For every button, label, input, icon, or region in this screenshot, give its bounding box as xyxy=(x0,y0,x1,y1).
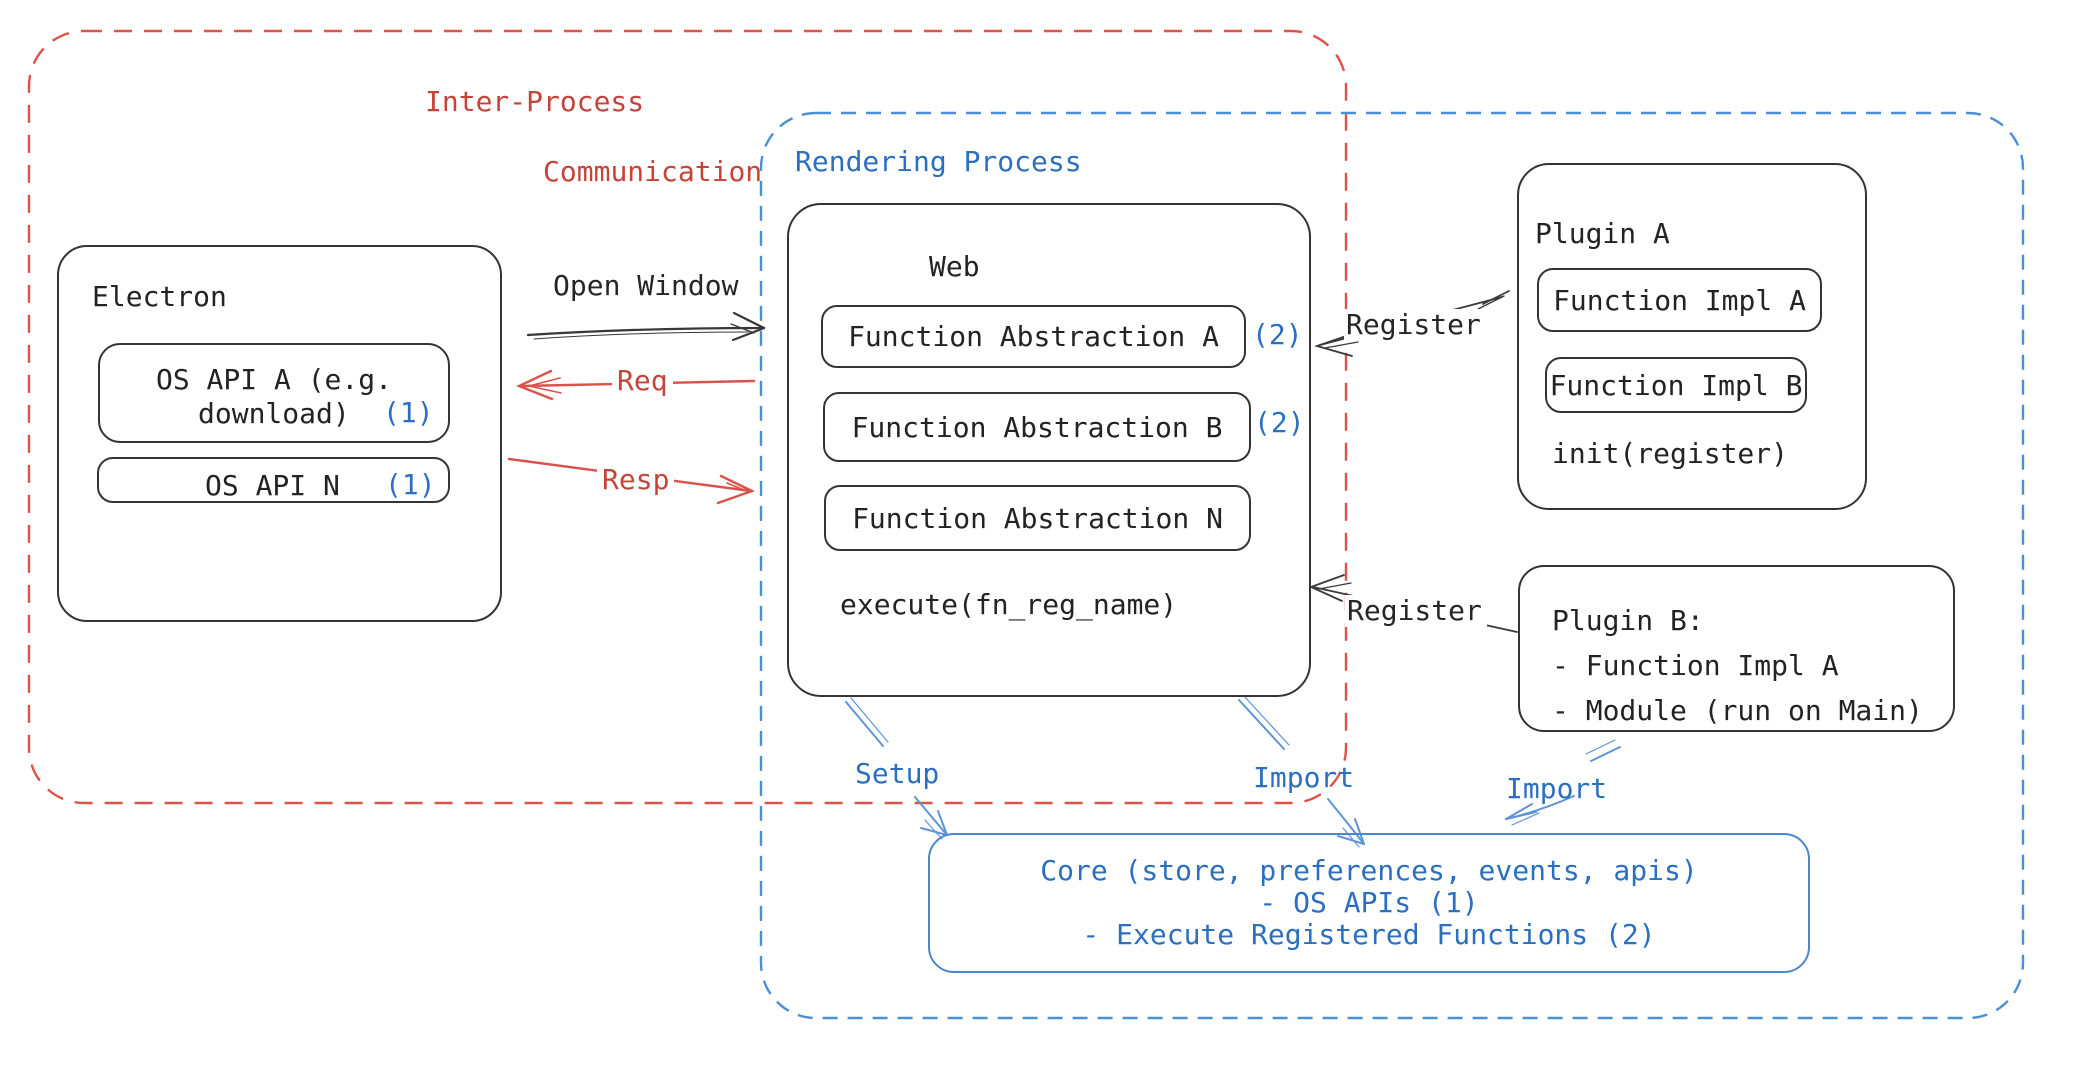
plugin-a-title: Plugin A xyxy=(1535,217,1670,250)
init-register-label: init(register) xyxy=(1552,437,1789,470)
function-abstraction-a-label: Function Abstraction A xyxy=(848,320,1219,353)
function-abstraction-a-badge: (2) xyxy=(1252,318,1303,351)
function-abstraction-b-badge: (2) xyxy=(1254,406,1305,439)
os-api-a-badge: (1) xyxy=(383,396,434,429)
function-abstraction-b-label: Function Abstraction B xyxy=(851,410,1223,444)
ipc-boundary xyxy=(27,29,1348,805)
os-api-n-box: OS API N (1) xyxy=(97,457,450,503)
os-api-a-line1: OS API A (e.g. xyxy=(155,363,392,396)
execute-label: execute(fn_reg_name) xyxy=(840,588,1178,621)
function-impl-a-box: Function Impl A xyxy=(1537,268,1822,332)
function-impl-b-label: Function Impl B xyxy=(1549,368,1803,402)
import-plugin-arrow xyxy=(1505,739,1621,826)
rendering-boundary xyxy=(759,111,2025,1020)
register-top-label: Register xyxy=(1344,308,1486,342)
electron-box xyxy=(57,245,502,622)
os-api-a-line2: download) xyxy=(198,397,350,430)
function-abstraction-b-box: Function Abstraction B xyxy=(823,392,1251,462)
os-api-n-badge: (1) xyxy=(385,468,436,501)
core-line2: - OS APIs (1) xyxy=(1259,886,1479,919)
function-abstraction-n-label: Function Abstraction N xyxy=(852,501,1223,535)
plugin-a-box xyxy=(1517,163,1867,510)
core-line3: - Execute Registered Functions (2) xyxy=(1082,918,1656,951)
electron-title: Electron xyxy=(92,280,227,313)
web-box xyxy=(787,203,1311,697)
open-window-arrow xyxy=(526,311,766,342)
ipc-region-label: Inter-Process Communication xyxy=(425,85,763,188)
plugin-b-box: Plugin B: - Function Impl A - Module (ru… xyxy=(1518,565,1955,732)
setup-label: Setup xyxy=(855,757,940,790)
register-bottom-label: Register xyxy=(1345,594,1487,628)
import-plugin-label: Import xyxy=(1506,772,1608,805)
plugin-b-line1: Plugin B: xyxy=(1552,604,1704,637)
os-api-a-box: OS API A (e.g. download) (1) xyxy=(98,343,450,443)
function-abstraction-n-box: Function Abstraction N xyxy=(824,485,1251,551)
rendering-region-label: Rendering Process xyxy=(795,145,1082,178)
import-web-arrow xyxy=(1238,695,1365,848)
import-web-label: Import xyxy=(1253,761,1355,794)
function-abstraction-a-box: Function Abstraction A xyxy=(821,305,1246,368)
function-impl-b-box: Function Impl B xyxy=(1545,357,1807,413)
function-impl-a-label: Function Impl A xyxy=(1553,283,1806,317)
core-box: Core (store, preferences, events, apis) … xyxy=(928,833,1810,973)
open-window-label: Open Window xyxy=(553,269,739,302)
req-label: Req xyxy=(612,364,673,398)
ipc-region-label-line2: Communication xyxy=(543,155,763,188)
plugin-b-line3: - Module (run on Main) xyxy=(1552,694,1923,727)
setup-arrow xyxy=(845,697,948,840)
plugin-b-line2: - Function Impl A xyxy=(1552,649,1839,682)
resp-label: Resp xyxy=(597,463,675,497)
os-api-n-label: OS API N xyxy=(205,469,340,502)
web-title: Web xyxy=(929,250,980,283)
core-line1: Core (store, preferences, events, apis) xyxy=(1040,854,1698,887)
